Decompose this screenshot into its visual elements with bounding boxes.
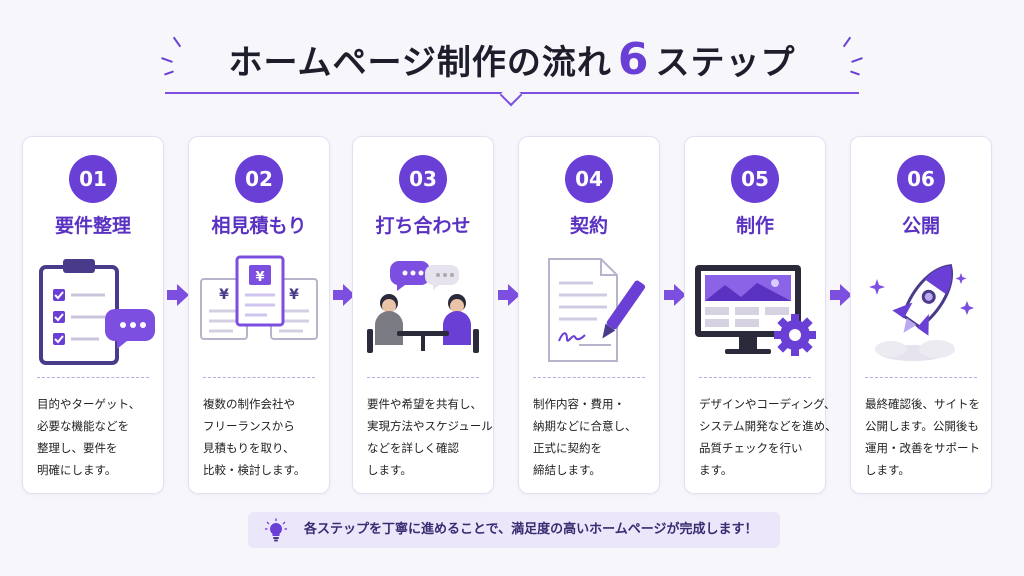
desc-line: 要件や希望を共有し、: [367, 397, 482, 411]
step-title: 公開: [901, 215, 940, 237]
desc-line: 比較・検討します。: [203, 463, 306, 477]
desc-line: 実現方法やスケジュール: [367, 419, 493, 433]
yen-symbol-center: ¥: [255, 270, 264, 285]
checklist-clipboard-icon: [23, 249, 163, 369]
card-divider: [367, 377, 479, 378]
step-card-2: 02 相見積もり ¥ ¥ ¥ 複数の制作会社や フリーランスから 見積もりを取り…: [188, 136, 330, 494]
card-divider: [865, 377, 977, 378]
step-card-6: 06 公開 最終確認後、サイトを 公開します。公開後も 運用・改善をサポート: [850, 136, 992, 494]
desc-line: ます。: [699, 463, 733, 477]
arrow-right-icon: [167, 284, 189, 306]
step-description: 目的やターゲット、 必要な機能などを 整理し、要件を 明確にします。: [37, 393, 157, 481]
desc-line: 整理し、要件を: [37, 441, 118, 455]
desc-line: 目的やターゲット、: [37, 397, 141, 411]
arrow-right-icon: [664, 284, 686, 306]
desc-line: 複数の制作会社や: [203, 397, 295, 411]
desc-line: フリーランスから: [203, 419, 295, 433]
step-description: 要件や希望を共有し、 実現方法やスケジュール などを詳しく確認 します。: [367, 393, 493, 481]
desc-line: 見積もりを取り、: [203, 441, 295, 455]
card-divider: [37, 377, 149, 378]
desc-line: 必要な機能などを: [37, 419, 129, 433]
step-card-1: 01 要件整理 目的やターゲット、 必要な機能などを 整理し、要件を 明確にしま…: [22, 136, 164, 494]
title-suffix: ステップ: [655, 43, 796, 83]
desc-line: などを詳しく確認: [367, 441, 459, 455]
desc-line: 正式に契約を: [533, 441, 602, 455]
card-divider: [203, 377, 315, 378]
arrow-right-icon: [830, 284, 852, 306]
desc-line: 明確にします。: [37, 463, 117, 477]
footer-text: 各ステップを丁寧に進めることで、満足度の高いホームページが完成します！: [304, 522, 758, 537]
step-title: 打ち合わせ: [375, 215, 471, 237]
step-card-4: 04 契約 制作内容・費用・ 納期などに合意し、 正式に契約を 締結します。: [518, 136, 660, 494]
step-number-badge: 03: [399, 155, 447, 203]
step-description: 制作内容・費用・ 納期などに合意し、 正式に契約を 締結します。: [533, 393, 653, 481]
contract-pen-icon: [519, 249, 659, 369]
card-divider: [699, 377, 811, 378]
desc-line: 最終確認後、サイトを: [865, 397, 980, 411]
desc-line: 公開します。公開後も: [865, 419, 979, 433]
desc-line: 運用・改善をサポート: [865, 441, 980, 455]
step-card-3: 03 打ち合わせ 要件や希望を共有し、 実現方法やスケジュール などを詳しく確認…: [352, 136, 494, 494]
step-card-5: 05 制作 デザインやコーディング、: [684, 136, 837, 494]
step-number-badge: 06: [897, 155, 945, 203]
desc-line: システム開発などを進め、: [699, 419, 837, 433]
desc-line: 制作内容・費用・: [533, 397, 625, 411]
estimate-documents-icon: ¥ ¥ ¥: [189, 249, 329, 369]
step-number-badge: 02: [235, 155, 283, 203]
arrow-right-icon: [498, 284, 520, 306]
step-number-badge: 01: [69, 155, 117, 203]
title-prefix: ホームページ制作の流れ: [228, 43, 612, 83]
title-number: 6: [617, 34, 650, 85]
step-description: 複数の制作会社や フリーランスから 見積もりを取り、 比較・検討します。: [203, 393, 323, 481]
desc-line: 品質チェックを行い: [699, 441, 803, 455]
step-title: 契約: [569, 215, 608, 237]
desc-line: します。: [865, 463, 910, 477]
step-description: 最終確認後、サイトを 公開します。公開後も 運用・改善をサポート します。: [865, 393, 985, 481]
lightbulb-icon: [265, 518, 287, 542]
arrow-right-icon: [333, 284, 355, 306]
yen-symbol-right: ¥: [289, 287, 299, 303]
step-title: 相見積もり: [211, 215, 307, 237]
rocket-launch-icon: [851, 249, 991, 369]
footer-note: 各ステップを丁寧に進めることで、満足度の高いホームページが完成します！: [248, 512, 780, 548]
step-description: デザインやコーディング、 システム開発などを進め、 品質チェックを行い ます。: [699, 393, 837, 481]
desc-line: 締結します。: [533, 463, 601, 477]
card-divider: [533, 377, 645, 378]
step-title: 制作: [735, 215, 774, 237]
step-title: 要件整理: [54, 215, 131, 237]
desc-line: します。: [367, 463, 412, 477]
desc-line: 納期などに合意し、: [533, 419, 637, 433]
step-number-badge: 04: [565, 155, 613, 203]
meeting-people-icon: [353, 249, 493, 369]
desc-line: デザインやコーディング、: [699, 397, 836, 411]
step-number-badge: 05: [731, 155, 779, 203]
monitor-gear-icon: [685, 249, 825, 369]
yen-symbol-left: ¥: [219, 287, 229, 303]
